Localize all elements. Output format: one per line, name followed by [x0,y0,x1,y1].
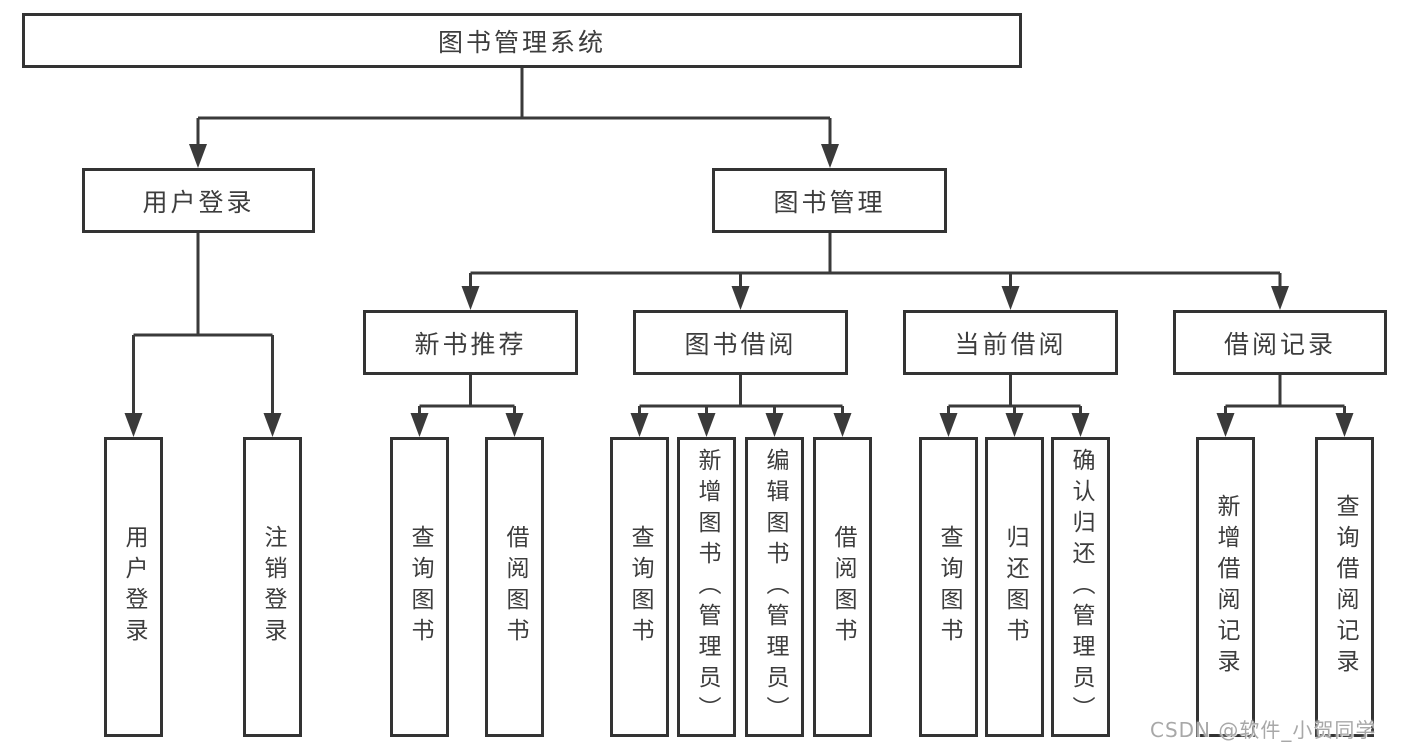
leaf-query-books-2-label: 查询图书 [627,525,653,649]
leaf-query-borrow-record-label: 查询借阅记录 [1332,494,1358,680]
leaf-confirm-return-admin-label: 确认归还（管理员） [1068,447,1094,727]
node-book-management-label: 图书管理 [773,187,886,217]
leaf-query-books-1-label: 查询图书 [407,525,433,649]
node-book-borrowing-label: 图书借阅 [684,329,797,359]
leaf-edit-books-admin-label: 编辑图书（管理员） [762,447,788,727]
leaf-logout-label: 注销登录 [260,525,286,649]
leaf-return-books: 归还图书 [985,437,1044,737]
node-new-book-recommend-label: 新书推荐 [414,329,527,359]
node-current-borrowing-label: 当前借阅 [954,329,1067,359]
leaf-return-books-label: 归还图书 [1002,525,1028,649]
leaf-borrow-books-2-label: 借阅图书 [830,525,856,649]
node-book-borrowing: 图书借阅 [633,310,848,375]
leaf-user-login: 用户登录 [104,437,163,737]
node-current-borrowing: 当前借阅 [903,310,1118,375]
node-book-management: 图书管理 [712,168,947,233]
node-library-system: 图书管理系统 [22,13,1022,68]
leaf-borrow-books-1-label: 借阅图书 [502,525,528,649]
leaf-query-books-3-label: 查询图书 [936,525,962,649]
leaf-user-login-label: 用户登录 [121,525,147,649]
leaf-query-borrow-record: 查询借阅记录 [1315,437,1374,737]
leaf-logout: 注销登录 [243,437,302,737]
csdn-watermark: CSDN @软件_小贺同学 [1150,718,1377,742]
leaf-query-books-3: 查询图书 [919,437,978,737]
leaf-add-books-admin: 新增图书（管理员） [677,437,736,737]
leaf-add-books-admin-label: 新增图书（管理员） [694,447,720,727]
node-borrowing-records: 借阅记录 [1173,310,1387,375]
leaf-query-books-1: 查询图书 [390,437,449,737]
leaf-confirm-return-admin: 确认归还（管理员） [1051,437,1110,737]
leaf-add-borrow-record-label: 新增借阅记录 [1213,494,1239,680]
node-user-login: 用户登录 [82,168,315,233]
leaf-query-books-2: 查询图书 [610,437,669,737]
leaf-edit-books-admin: 编辑图书（管理员） [745,437,804,737]
node-library-system-label: 图书管理系统 [437,27,606,57]
leaf-borrow-books-1: 借阅图书 [485,437,544,737]
leaf-borrow-books-2: 借阅图书 [813,437,872,737]
node-borrowing-records-label: 借阅记录 [1223,329,1336,359]
leaf-add-borrow-record: 新增借阅记录 [1196,437,1255,737]
node-new-book-recommend: 新书推荐 [363,310,578,375]
node-user-login-label: 用户登录 [142,187,255,217]
